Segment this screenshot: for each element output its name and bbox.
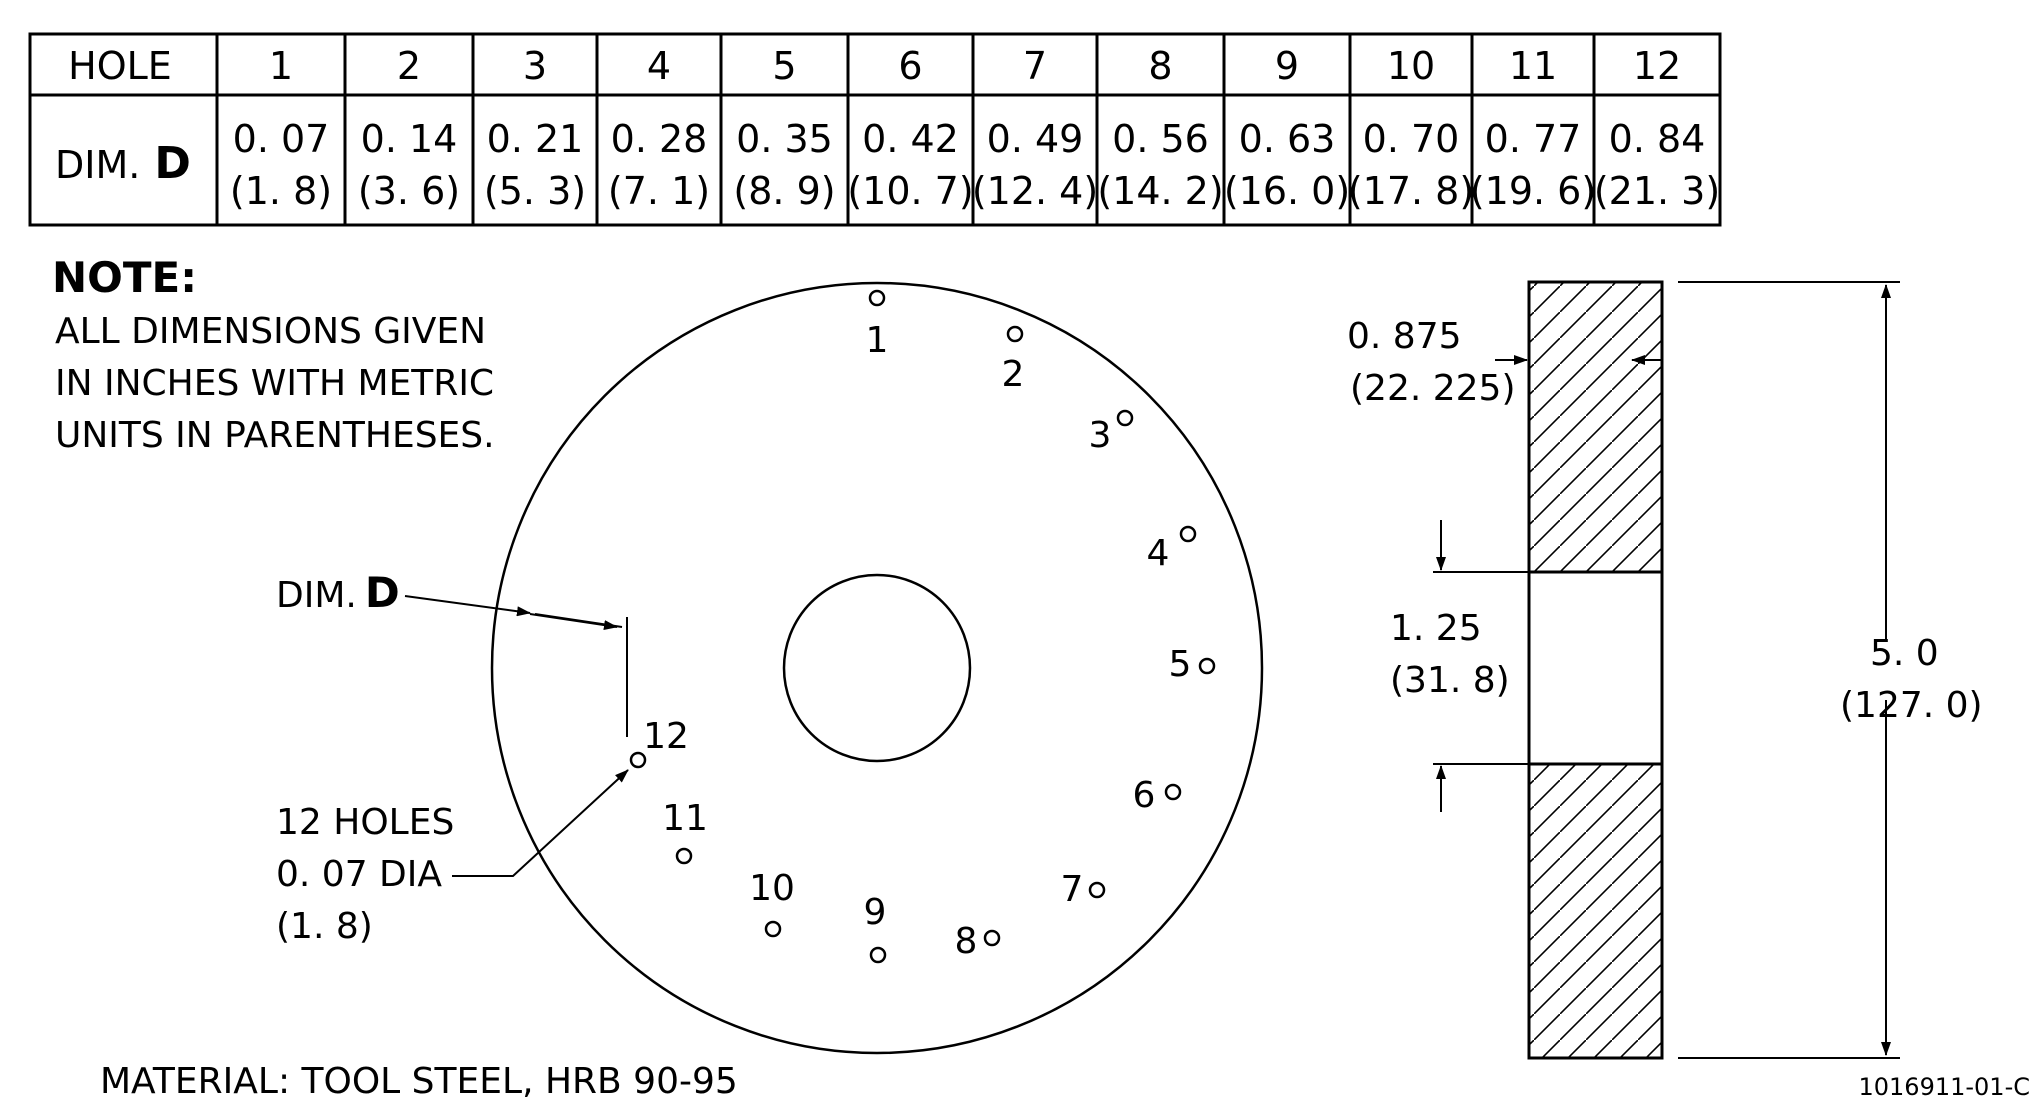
bore-dim-inch: 1. 25	[1390, 608, 1482, 649]
hole-label-7: 7	[1061, 869, 1084, 910]
table-cell-hole: 8	[1148, 44, 1172, 88]
table-cell-dim-inch: 0. 77	[1485, 117, 1582, 161]
hole-7	[1088, 881, 1106, 899]
table-cell-dim-inch: 0. 14	[361, 117, 458, 161]
thickness-dim-inch: 0. 875	[1347, 316, 1462, 357]
table-cell-dim-metric: (1. 8)	[230, 169, 332, 213]
table-cell-hole: 3	[523, 44, 547, 88]
outer-dim-metric: (127. 0)	[1840, 685, 1983, 726]
table-cell-dim-metric: (19. 6)	[1470, 169, 1596, 213]
note-block: NOTE: ALL DIMENSIONS GIVEN IN INCHES WIT…	[52, 253, 495, 456]
hole-label-9: 9	[864, 892, 887, 933]
table-cell-dim-metric: (7. 1)	[608, 169, 710, 213]
hole-label-1: 1	[866, 320, 889, 361]
table-header-dim-d: DIM.D	[55, 138, 191, 189]
hole-label-3: 3	[1089, 415, 1112, 456]
drawing-number: 1016911-01-C	[1858, 1073, 2030, 1101]
table-cell-hole: 2	[397, 44, 421, 88]
hole-label-8: 8	[955, 921, 978, 962]
hole-12	[629, 751, 647, 769]
hole-6	[1164, 783, 1182, 801]
holes-callout-line-3: (1. 8)	[276, 906, 373, 947]
table-cell-dim-inch: 0. 42	[862, 117, 959, 161]
hole-10	[764, 920, 782, 938]
hole-8	[983, 929, 1001, 947]
disk-section-view: 0. 875 (22. 225) 1. 25 (31. 8) 5. 0 (127…	[1347, 280, 1983, 1060]
table-column-lines	[215, 34, 1596, 225]
hole-9	[869, 946, 887, 964]
table-cell-hole: 11	[1509, 44, 1557, 88]
hole-label-5: 5	[1169, 644, 1192, 685]
disk-outer-edge	[490, 281, 1264, 1055]
table-cell-hole: 7	[1023, 44, 1047, 88]
dim-d-leader-outer	[404, 595, 531, 617]
hole-label-4: 4	[1147, 533, 1170, 574]
table-header-hole: HOLE	[68, 44, 172, 88]
table-cell-dim-inch: 0. 70	[1363, 117, 1460, 161]
dim-d-callout-label: DIM.D	[276, 568, 400, 617]
table-cell-hole: 1	[269, 44, 293, 88]
hole-label-2: 2	[1002, 354, 1025, 395]
holes-callout-leader	[452, 769, 629, 877]
note-heading: NOTE:	[52, 253, 197, 302]
hole-label-12: 12	[643, 716, 689, 757]
table-cell-dim-inch: 0. 35	[736, 117, 833, 161]
table-cell-dim-metric: (12. 4)	[972, 169, 1098, 213]
table-cell-dim-inch: 0. 49	[987, 117, 1084, 161]
hole-11	[675, 847, 693, 865]
thickness-dim-metric: (22. 225)	[1350, 368, 1516, 409]
holes-callout-line-2: 0. 07 DIA	[276, 854, 442, 895]
table-cell-dim-metric: (17. 8)	[1348, 169, 1474, 213]
table-cell-dim-metric: (5. 3)	[484, 169, 586, 213]
disk-center-bore	[782, 573, 972, 763]
table-cell-dim-metric: (21. 3)	[1594, 169, 1720, 213]
table-cell-dim-inch: 0. 07	[233, 117, 330, 161]
outer-dim-inch: 5. 0	[1870, 633, 1939, 674]
table-border	[28, 32, 1722, 227]
table-cell-dim-metric: (16. 0)	[1224, 169, 1350, 213]
note-line-2: IN INCHES WITH METRIC	[55, 363, 494, 404]
section-outline	[1527, 280, 1664, 1060]
table-cell-dim-metric: (10. 7)	[847, 169, 973, 213]
bore-dim-metric: (31. 8)	[1390, 660, 1510, 701]
hole-label-10: 10	[749, 868, 795, 909]
table-cell-hole: 4	[647, 44, 671, 88]
table-cell-hole: 10	[1387, 44, 1435, 88]
table-cell-dim-inch: 0. 63	[1239, 117, 1336, 161]
table-cell-dim-inch: 0. 21	[487, 117, 584, 161]
hole-5	[1198, 657, 1216, 675]
table-cell-dim-inch: 0. 28	[611, 117, 708, 161]
section-upper-hatch	[1529, 282, 1662, 572]
table-cell-dim-inch: 0. 84	[1609, 117, 1706, 161]
hole-1	[868, 289, 886, 307]
table-cell-hole: 6	[898, 44, 922, 88]
note-line-3: UNITS IN PARENTHESES.	[55, 415, 495, 456]
table-cells: 1 0. 07 (1. 8) 2 0. 14 (3. 6) 3 0. 21 (5. 3) 4 0. …	[230, 44, 1720, 213]
table-cell-dim-metric: (14. 2)	[1097, 169, 1223, 213]
hole-4	[1179, 525, 1197, 543]
table-cell-dim-metric: (8. 9)	[733, 169, 835, 213]
table-cell-hole: 9	[1275, 44, 1299, 88]
hole-3	[1116, 409, 1134, 427]
table-cell-dim-metric: (3. 6)	[358, 169, 460, 213]
table-cell-hole: 5	[772, 44, 796, 88]
hole-label-6: 6	[1133, 775, 1156, 816]
hole-label-11: 11	[662, 798, 708, 839]
dim-d-leader-inner	[529, 613, 618, 631]
table-cell-hole: 12	[1633, 44, 1681, 88]
table-cell-dim-inch: 0. 56	[1112, 117, 1209, 161]
hole-dimension-table: HOLE DIM.D 1 0. 07 (1. 8) 2 0. 14 (3. 6) 3 0. 2…	[28, 32, 1722, 227]
hole-2	[1006, 325, 1024, 343]
section-lower-hatch	[1529, 764, 1662, 1058]
holes-callout-line-1: 12 HOLES	[276, 802, 454, 843]
note-line-1: ALL DIMENSIONS GIVEN	[55, 311, 486, 352]
material-spec: MATERIAL: TOOL STEEL, HRB 90-95	[100, 1061, 738, 1102]
